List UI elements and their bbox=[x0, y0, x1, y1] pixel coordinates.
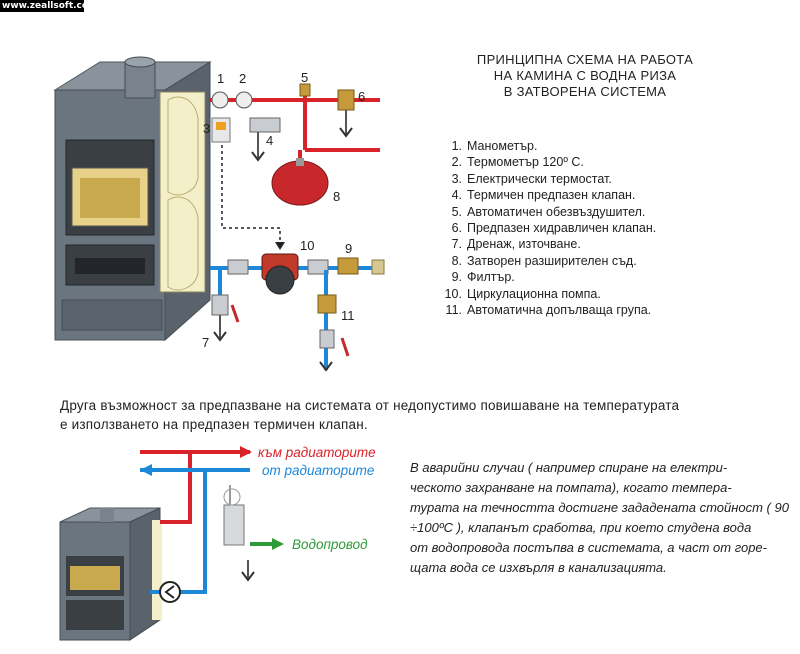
title-line: В ЗАТВОРЕНА СИСТЕМА bbox=[503, 84, 667, 99]
pump-icon bbox=[159, 581, 181, 603]
legend-number: 6. bbox=[451, 221, 462, 236]
legend-text: Манометър. bbox=[467, 139, 538, 153]
safety-valve-icon bbox=[337, 89, 355, 111]
legend-item: 8. Затворен разширителен съд. bbox=[432, 253, 656, 269]
thermal-safety-valve-icon bbox=[249, 117, 281, 133]
label-7: 7 bbox=[202, 335, 209, 350]
component-legend: 1. Манометър. 2. Термометър 120º С. 3. Елек… bbox=[432, 138, 657, 318]
legend-number: 9. bbox=[451, 270, 462, 285]
circulation-pump-icon bbox=[261, 253, 299, 295]
watermark: www.zeallsoft.com bbox=[0, 0, 98, 12]
label-8: 8 bbox=[333, 189, 340, 204]
legend-item: 7. Дренаж, източване. bbox=[432, 236, 656, 252]
label-6: 6 bbox=[358, 89, 365, 104]
legend-item: 9. Филтър. bbox=[432, 269, 656, 285]
legend-item: 11. Автоматична допълваща група. bbox=[432, 302, 656, 318]
legend-item: 6. Предпазен хидравличен клапан. bbox=[432, 220, 657, 236]
legend-text: Циркулационна помпа. bbox=[467, 286, 601, 301]
drain-icon bbox=[211, 294, 229, 316]
emergency-line: щата вода се изхвърля в канализацията. bbox=[410, 560, 667, 575]
emergency-line: от водопровода постъпва в системата, а ч… bbox=[410, 540, 767, 555]
title-line: ПРИНЦИПНА СХЕМА НА РАБОТА bbox=[476, 52, 694, 67]
stove-top bbox=[53, 56, 212, 342]
legend-number: 8. bbox=[451, 253, 462, 268]
legend-text: Електрически термостат. bbox=[467, 171, 612, 186]
air-vent-icon bbox=[299, 83, 311, 97]
to-radiators-label: към радиаторите bbox=[258, 445, 376, 460]
from-radiators-label: от радиаторите bbox=[262, 463, 374, 478]
legend-item: 4. Термичен предпазен клапан. bbox=[432, 187, 656, 203]
legend-item: 10. Циркулационна помпа. bbox=[432, 286, 656, 302]
emergency-line: В аварийни случаи ( например спиране на … bbox=[410, 460, 728, 475]
cold-pipes-bottom bbox=[140, 468, 250, 594]
legend-text: Дренаж, източване. bbox=[467, 237, 581, 252]
emergency-line: ÷100ºС ), клапанът сработва, при което с… bbox=[410, 520, 752, 535]
legend-text: Затворен разширителен съд. bbox=[467, 253, 637, 268]
expansion-vessel-icon bbox=[271, 158, 329, 206]
legend-item: 5. Автоматичен обезвъздушител. bbox=[432, 204, 656, 220]
thermometer-icon bbox=[235, 91, 253, 109]
auto-fill-group-icon bbox=[317, 270, 350, 372]
legend-item: 3. Електрически термостат. bbox=[432, 171, 656, 187]
label-10: 10 bbox=[300, 238, 314, 253]
legend-number: 4. bbox=[451, 188, 462, 203]
title-line: НА КАМИНА С ВОДНА РИЗА bbox=[493, 68, 677, 83]
water-supply-label: Водопровод bbox=[292, 537, 368, 552]
legend-item: 2. Термометър 120º С. bbox=[432, 154, 656, 170]
legend-item: 1. Манометър. bbox=[432, 138, 656, 154]
thermal-valve-bottom-icon bbox=[223, 485, 255, 582]
legend-text: Термичен предпазен клапан. bbox=[467, 188, 636, 203]
legend-text: Филтър. bbox=[467, 270, 515, 285]
filter-icon bbox=[337, 257, 359, 275]
label-4: 4 bbox=[266, 133, 273, 148]
label-11: 11 bbox=[341, 308, 355, 323]
legend-number: 2. bbox=[451, 155, 462, 170]
legend-text: Автоматичен обезвъздушител. bbox=[467, 204, 646, 219]
legend-text: Термометър 120º С. bbox=[467, 155, 584, 170]
alt-text-line: е използването на предпазен термичен кла… bbox=[60, 417, 368, 432]
alternative-protection-text: Друга възможност за предпазване на систе… bbox=[60, 396, 760, 434]
label-3: 3 bbox=[203, 121, 210, 136]
legend-number: 11. bbox=[445, 303, 462, 318]
legend-text: Автоматична допълваща група. bbox=[467, 303, 652, 318]
legend-number: 10. bbox=[444, 286, 462, 301]
legend-number: 5. bbox=[451, 204, 462, 219]
legend-number: 3. bbox=[451, 171, 462, 186]
label-9: 9 bbox=[345, 241, 352, 256]
label-2: 2 bbox=[239, 71, 246, 86]
manometer-icon bbox=[211, 91, 229, 109]
alt-text-line: Друга възможност за предпазване на систе… bbox=[60, 398, 680, 413]
label-5: 5 bbox=[301, 70, 308, 85]
legend-text: Предпазен хидравличен клапан. bbox=[467, 221, 657, 236]
legend-number: 1. bbox=[451, 139, 462, 153]
hot-pipes-bottom bbox=[140, 450, 250, 524]
emergency-line: ческото захранване на помпата), когато т… bbox=[410, 480, 732, 495]
legend-number: 7. bbox=[451, 237, 462, 252]
diagram-title: ПРИНЦИПНА СХЕМА НА РАБОТА НА КАМИНА С ВО… bbox=[440, 52, 730, 100]
emergency-description: В аварийни случаи ( например спиране на … bbox=[410, 458, 789, 578]
stove-bottom bbox=[59, 507, 162, 641]
label-1: 1 bbox=[217, 71, 224, 86]
emergency-line: турата на течността достигне зададената … bbox=[410, 500, 789, 515]
